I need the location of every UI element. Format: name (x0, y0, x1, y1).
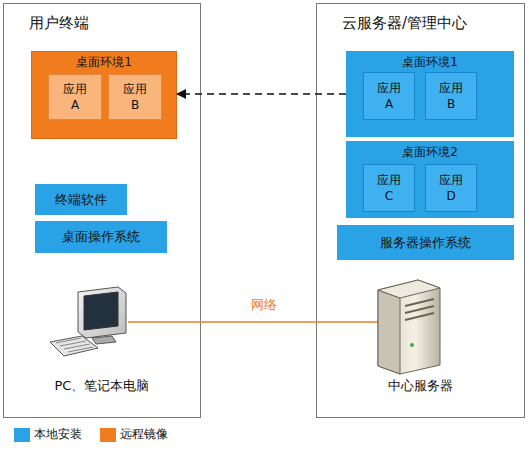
keyboard (50, 336, 98, 356)
layer-label: 终端软件 (55, 192, 107, 208)
layer-label: 桌面操作系统 (62, 229, 140, 245)
app-box: 应用 B (425, 72, 477, 120)
app-box: 应用 B (108, 74, 162, 120)
text-label: 网络 (244, 296, 284, 314)
text-label: 中心服务器 (316, 377, 525, 395)
server-led (410, 343, 414, 347)
server-bays (405, 299, 434, 320)
app-label: 应用 B (436, 80, 466, 112)
app-box: 应用 C (363, 164, 415, 212)
app-box: 应用 A (48, 74, 102, 120)
server-icon (378, 280, 440, 374)
monitor-screen (84, 292, 118, 330)
app-label: 应用 C (374, 172, 404, 204)
legend-label: 远程镜像 (120, 426, 168, 443)
region-title: 用户终端 (29, 14, 89, 32)
desktop-env-box: 桌面环境2 应用 C 应用 D (346, 141, 514, 218)
mirror-arrow (177, 93, 346, 95)
app-box: 应用 A (363, 72, 415, 120)
app-label: 应用 A (60, 81, 90, 113)
env-title: 桌面环境2 (402, 145, 458, 159)
env-title: 桌面环境1 (76, 55, 132, 69)
keyboard-keys (56, 338, 93, 352)
pc-icon (50, 287, 126, 356)
server-side (378, 290, 400, 374)
legend-label: 本地安装 (34, 426, 82, 443)
layer-box: 终端软件 (35, 184, 127, 215)
region-box: 云服务器/管理中心桌面环境1 应用 A 应用 B 桌面环境2 应用 C 应用 D 服务器操作… (316, 3, 525, 418)
region-box: 用户终端桌面环境1 应用 A 应用 B 终端软件桌面操作系统 (3, 3, 201, 418)
network-line (128, 321, 380, 323)
layer-label: 服务器操作系统 (380, 235, 471, 251)
server-top (378, 280, 440, 298)
region-title: 云服务器/管理中心 (342, 14, 467, 32)
app-label: 应用 B (120, 81, 150, 113)
env-title: 桌面环境1 (402, 55, 458, 69)
monitor-stand (92, 336, 116, 344)
monitor-body (78, 287, 126, 338)
legend-swatch (100, 428, 116, 442)
app-label: 应用 A (374, 80, 404, 112)
app-box: 应用 D (425, 164, 477, 212)
server-body (378, 280, 440, 374)
layer-box: 服务器操作系统 (337, 225, 514, 260)
legend-swatch (14, 428, 30, 442)
text-label: PC、笔记本电脑 (3, 377, 201, 395)
app-label: 应用 D (436, 172, 466, 204)
desktop-env-box: 桌面环境1 应用 A 应用 B (31, 51, 177, 139)
layer-box: 桌面操作系统 (35, 221, 167, 253)
desktop-env-box: 桌面环境1 应用 A 应用 B (346, 51, 514, 137)
